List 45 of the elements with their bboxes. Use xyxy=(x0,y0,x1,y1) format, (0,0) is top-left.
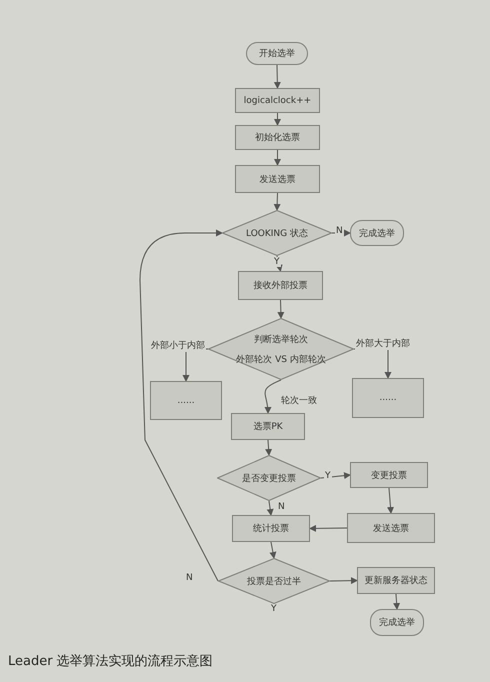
terminal-box: 完成选举 xyxy=(370,609,424,636)
arrow xyxy=(265,440,272,456)
arrow xyxy=(266,500,274,516)
process-box: 初始化选票 xyxy=(235,125,320,150)
process-box: 统计投票 xyxy=(232,515,310,542)
caption: Leader 选举算法实现的流程示意图 xyxy=(8,653,213,670)
arrow xyxy=(140,230,223,582)
process-box: 接收外部投票 xyxy=(238,271,323,300)
arrow xyxy=(393,594,400,610)
edge-label: 外部大于内部 xyxy=(355,337,411,350)
edge-label: Y xyxy=(273,257,280,267)
process-box: 发送选票 xyxy=(235,165,320,193)
edge-label: N xyxy=(185,573,194,583)
arrow xyxy=(264,380,282,414)
process-box: 发送选票 xyxy=(347,513,435,543)
diamond-text: 判断选举轮次 xyxy=(253,334,309,346)
diamond-text: 是否变更投票 xyxy=(241,472,297,485)
process-box: ...... xyxy=(150,381,222,420)
edge-label: N xyxy=(335,226,344,236)
branch-label: Y xyxy=(270,604,278,614)
terminal-box: 开始选举 xyxy=(246,42,308,65)
diamond-text: LOOKING 状态 xyxy=(245,228,309,240)
arrow xyxy=(274,112,281,126)
arrow xyxy=(274,64,281,89)
arrow xyxy=(387,488,394,514)
arrow xyxy=(332,230,351,236)
process-box: 更新服务器状态 xyxy=(357,567,435,594)
arrow xyxy=(330,577,358,584)
diamond-text: 外部轮次 VS 内部轮次 xyxy=(235,354,327,366)
arrow xyxy=(320,472,351,480)
process-box: ...... xyxy=(352,378,424,418)
arrow xyxy=(274,150,281,166)
edge-label: 轮次一致 xyxy=(280,394,318,407)
process-box: logicalclock++ xyxy=(235,88,320,113)
arrow xyxy=(277,300,284,319)
process-box: 变更投票 xyxy=(350,462,428,488)
edge-label: Y xyxy=(324,471,332,481)
terminal-box: 完成选举 xyxy=(350,220,404,246)
process-box: 选票PK xyxy=(231,413,305,440)
diamond-text: 投票是否过半 xyxy=(246,576,302,588)
arrow xyxy=(309,524,348,532)
arrow xyxy=(269,542,276,559)
edge-label: 外部小于内部 xyxy=(150,339,206,352)
arrow xyxy=(274,192,281,211)
edge-label: N xyxy=(277,502,286,512)
